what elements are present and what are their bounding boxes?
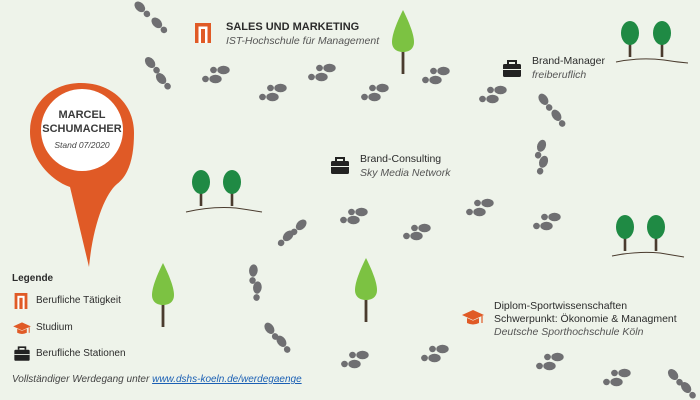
- brand-consulting-title: Brand-Consulting: [360, 153, 442, 165]
- briefcase-icon: [330, 157, 350, 175]
- footprint: [549, 107, 568, 129]
- footprint-trail: [132, 0, 699, 400]
- door-icon: [195, 23, 211, 43]
- footprint: [267, 83, 287, 93]
- footprint: [611, 368, 631, 378]
- diplom-title-1: Diplom-Sportwissenschaften: [494, 300, 628, 312]
- sales-org: IST-Hochschule für Management: [226, 35, 380, 47]
- footprint: [259, 92, 279, 102]
- footprint: [142, 55, 163, 76]
- pin-first-name: MARCEL: [58, 109, 106, 121]
- door-icon: [14, 293, 28, 309]
- legend-item-label: Studium: [36, 322, 73, 333]
- briefcase-icon: [13, 346, 31, 362]
- footer-prefix: Vollständiger Werdegang unter: [12, 374, 153, 385]
- pin-name: MARCEL SCHUMACHER: [42, 108, 122, 136]
- footprint: [536, 91, 555, 113]
- graduation-cap-icon: [12, 321, 32, 335]
- footprint: [466, 207, 486, 217]
- brand-consulting-org: Sky Media Network: [360, 167, 451, 179]
- werdegang-link[interactable]: www.dshs-koeln.de/werdegaenge: [152, 374, 302, 385]
- footprint: [429, 344, 449, 354]
- footprint: [202, 74, 222, 84]
- tall-tree: [355, 258, 377, 322]
- sales-title: SALES UND MARKETING: [226, 21, 360, 33]
- tall-tree: [152, 263, 174, 327]
- footprint: [340, 215, 360, 225]
- pin-date: Stand 07/2020: [54, 140, 110, 150]
- footprint: [544, 352, 564, 362]
- footprint: [430, 66, 450, 76]
- footprint: [361, 92, 381, 102]
- footprint: [533, 221, 553, 231]
- footprint: [479, 94, 499, 104]
- footprint: [487, 85, 507, 95]
- footprint: [403, 231, 423, 241]
- footprint: [149, 15, 170, 36]
- legend-heading: Legende: [12, 273, 54, 284]
- footprint: [474, 198, 494, 208]
- footprint: [348, 207, 368, 217]
- legend-item-label: Berufliche Stationen: [36, 348, 126, 359]
- brand-manager-org: freiberuflich: [532, 69, 587, 81]
- footprint: [536, 361, 556, 371]
- footprint: [247, 263, 259, 285]
- diplom-org: Deutsche Sporthochschule Köln: [494, 326, 644, 338]
- graduation-cap-icon: [461, 309, 485, 326]
- brand-manager-title: Brand-Manager: [532, 55, 605, 67]
- footprint: [210, 65, 230, 75]
- pin-last-name: SCHUMACHER: [42, 123, 122, 135]
- footprint: [541, 212, 561, 222]
- footprint: [603, 377, 623, 387]
- footprint: [369, 83, 389, 93]
- footprint: [411, 223, 431, 233]
- footprint: [251, 280, 263, 302]
- footprint: [132, 0, 153, 20]
- tree-group-left: [185, 170, 263, 213]
- footprint: [316, 63, 336, 73]
- legend-item-label: Berufliche Tätigkeit: [36, 295, 121, 306]
- tall-tree: [392, 10, 414, 74]
- footprint: [308, 72, 328, 82]
- tree-group-right: [611, 215, 685, 258]
- footprint: [421, 353, 441, 363]
- footprint: [349, 350, 369, 360]
- footprint: [153, 71, 174, 92]
- tree-group-top-right: [615, 21, 689, 64]
- location-pin: [30, 83, 134, 267]
- footer-note: Vollständiger Werdegang unter www.dshs-k…: [12, 374, 302, 385]
- footprint: [341, 359, 361, 369]
- briefcase-icon: [502, 60, 522, 78]
- diplom-title-2: Schwerpunkt: Ökonomie & Managment: [494, 313, 677, 325]
- footprint: [422, 75, 442, 85]
